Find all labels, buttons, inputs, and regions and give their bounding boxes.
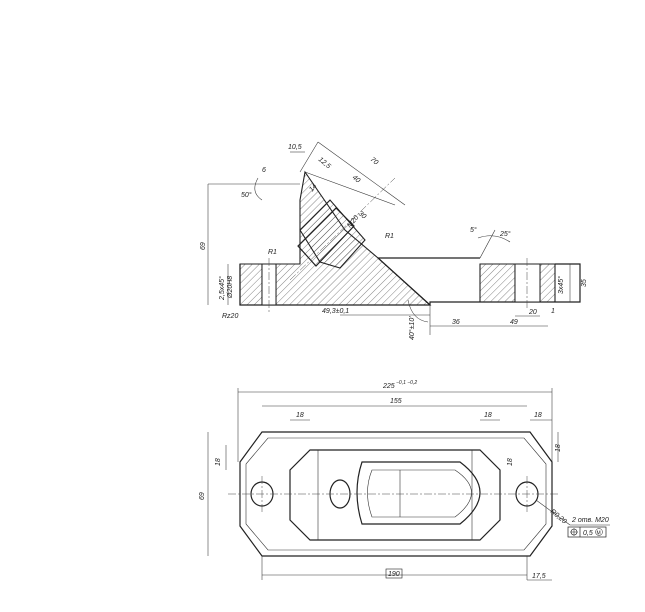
inclined-centerline xyxy=(289,177,396,281)
boss-plan-inner xyxy=(367,469,472,518)
angle-arc-40 xyxy=(407,299,429,323)
dim-40: 40 xyxy=(351,174,362,184)
section-left-body xyxy=(239,263,263,306)
plan-outer-outline xyxy=(239,431,553,557)
label-r1-mid: R1 xyxy=(385,233,394,240)
section-right-body xyxy=(479,263,516,303)
dim-chamfer-left: 2,5х45° xyxy=(218,276,226,301)
mmc-icon xyxy=(595,528,603,536)
dim-angle-25: 25° xyxy=(499,230,511,238)
angle-arc-50 xyxy=(254,177,263,201)
right-taper xyxy=(479,229,496,259)
dim-angle-50: 50° xyxy=(241,191,252,199)
dim-18-e: 18 xyxy=(507,458,514,466)
dim-6: 6 xyxy=(262,167,266,174)
ext-line-70 xyxy=(299,141,319,173)
inclined-face xyxy=(304,171,396,206)
raised-block xyxy=(289,449,501,541)
dim-10-5: 10,5 xyxy=(288,144,302,151)
label-rz20: Rz20 xyxy=(222,313,238,320)
dim-18-a: 18 xyxy=(296,412,304,419)
dim-225: 225 xyxy=(382,383,395,390)
dim-155: 155 xyxy=(390,398,402,405)
holes-note: 2 отв. М20 xyxy=(571,517,609,524)
plan-view: 225 −0,1 −0,2 155 18 18 18 18 18 18 69 R… xyxy=(199,380,610,581)
dim-14: 14 xyxy=(308,183,318,194)
dim-190-box: 190 xyxy=(385,568,403,579)
leader-holes xyxy=(535,499,571,526)
label-r1-left: R1 xyxy=(268,249,277,256)
dim-70: 70 xyxy=(369,156,380,166)
dim-holes-left: Ø20Н8 xyxy=(227,276,234,299)
dim-18-d: 18 xyxy=(215,458,222,466)
plan-inner-outline xyxy=(245,437,547,551)
dim-225-tol: −0,1 −0,2 xyxy=(396,380,417,386)
boss-plan xyxy=(356,461,481,525)
dim-chamfer-right: 3х45° xyxy=(557,276,565,294)
dim-12-5: 12,5 xyxy=(317,156,332,170)
inclined-bore xyxy=(297,207,355,267)
inner-slope xyxy=(377,257,431,306)
dim-17-5: 17,5 xyxy=(532,573,546,580)
inclined-boss xyxy=(299,199,366,269)
dim-angle-40: 40°±10' xyxy=(408,316,416,340)
position-tol-value: 0,5 xyxy=(583,530,593,537)
dim-18-f: 18 xyxy=(555,444,562,452)
position-ref: M xyxy=(597,531,601,537)
left-hole xyxy=(261,263,277,306)
dim-1: 1 xyxy=(551,308,555,315)
dim-20: 20 xyxy=(528,309,537,316)
section-view: 10,5 12,5 40 70 6 14 30 М20 50° 69 R1 R1… xyxy=(200,141,588,340)
angle-arc-25 xyxy=(477,235,511,243)
dim-35: 35 xyxy=(581,279,588,287)
dim-69-section: 69 xyxy=(200,242,207,250)
dim-36: 36 xyxy=(452,319,460,326)
dim-line-70 xyxy=(317,141,406,206)
dim-69-plan: 69 xyxy=(199,492,206,500)
dim-49: 49 xyxy=(510,319,518,326)
dim-angle-5: 5° xyxy=(470,226,477,234)
dim-18-b: 18 xyxy=(484,412,492,419)
position-tolerance-frame: 0,5 M xyxy=(567,526,607,538)
dim-190: 190 xyxy=(388,571,400,578)
dim-30: 30 xyxy=(357,210,368,220)
section-right-body-2 xyxy=(539,263,556,303)
dim-49-3: 49,3±0,1 xyxy=(322,308,349,315)
right-hole xyxy=(514,263,541,303)
dim-18-c: 18 xyxy=(534,412,542,419)
